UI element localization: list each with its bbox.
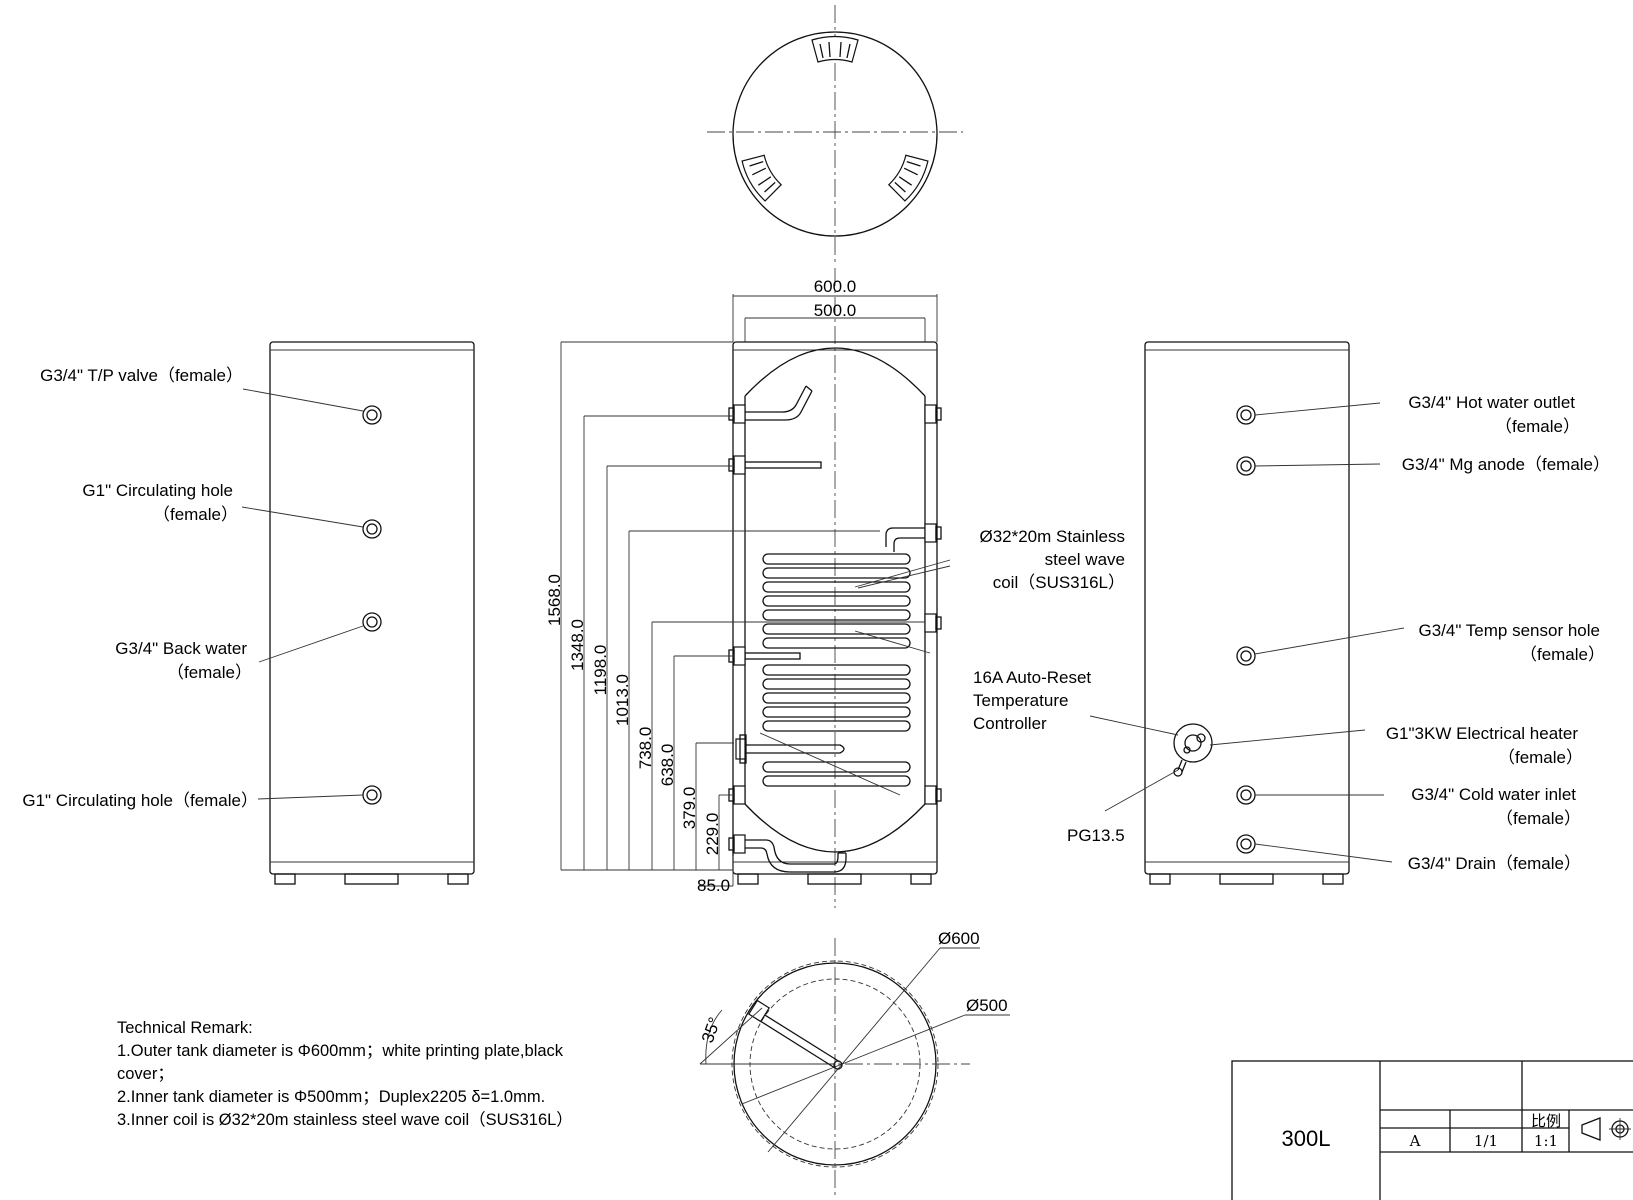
label-mg-anode: G3/4" Mg anode（female） [1402,455,1610,474]
label-cold-water-inlet-suffix: （female） [1496,809,1581,828]
dim-height-229: 229.0 [703,813,722,856]
dim-angle: 35° [698,1015,725,1046]
dim-height-1568: 1568.0 [545,574,564,626]
lifting-handle-right [887,154,929,202]
port-icon [362,519,382,539]
dim-height-379: 379.0 [680,787,699,830]
dim-height-738: 738.0 [636,727,655,770]
dimension-lines [560,294,938,887]
dim-width-outer: 600.0 [814,277,857,296]
label-circulating-hole-upper: G1" Circulating hole [82,481,233,500]
label-hot-water-outlet: G3/4" Hot water outlet [1408,393,1575,412]
dim-width-inner: 500.0 [814,301,857,320]
lifting-handle-left [741,154,783,202]
dim-bottom-85: 85.0 [697,876,730,895]
label-coil-line3: coil（SUS316L） [993,573,1125,592]
section-view [728,268,951,908]
label-pg135: PG13.5 [1067,826,1125,845]
label-drain: G3/4" Drain（female） [1408,854,1581,873]
port-icon [1236,456,1256,476]
port-icon [362,785,382,805]
port-icon [1236,785,1256,805]
label-back-water-suffix: （female） [167,663,252,682]
title-block [1231,1060,1633,1200]
wave-coil-lower [762,664,911,787]
remarks-title: Technical Remark: [117,1019,253,1037]
remarks-line: 2.Inner tank diameter is Φ500mm；Duplex22… [117,1088,545,1106]
bottom-plan-view [699,938,1010,1195]
dim-height-1348: 1348.0 [568,619,587,671]
label-controller-line2: Temperature [973,691,1068,710]
label-circulating-hole-upper-suffix: （female） [153,505,238,524]
projection-symbol-icon [1581,1117,1631,1141]
technical-remarks: Technical Remark: 1.Outer tank diameter … [117,1019,573,1129]
heater-flange-icon [1173,723,1213,777]
scale-value: 1:1 [1534,1132,1558,1150]
remarks-line: 3.Inner coil is Ø32*20m stainless steel … [117,1110,573,1129]
label-coil-line2: steel wave [1045,550,1125,569]
label-cold-water-inlet: G3/4" Cold water inlet [1411,785,1576,804]
dim-height-1198: 1198.0 [591,645,610,696]
model-label: 300L [1282,1126,1331,1151]
label-electrical-heater: G1"3KW Electrical heater [1386,724,1579,743]
label-tp-valve: G3/4" T/P valve（female） [40,366,243,385]
remarks-line: cover； [117,1065,174,1083]
label-coil-line1: Ø32*20m Stainless [979,527,1125,546]
dim-height-638: 638.0 [658,744,677,787]
label-controller-line3: Controller [973,714,1047,733]
right-elevation [1089,341,1405,885]
dim-height-1013: 1013.0 [613,674,632,726]
label-hot-water-outlet-suffix: （female） [1495,417,1580,436]
revision-label: A [1409,1132,1421,1150]
dim-dia-outer: Ø600 [938,929,980,948]
label-back-water: G3/4" Back water [115,639,247,658]
label-temp-sensor-hole: G3/4" Temp sensor hole [1419,621,1601,640]
label-temp-sensor-hole-suffix: （female） [1520,645,1605,664]
port-icon [362,405,382,425]
label-circulating-hole-lower: G1" Circulating hole（female） [22,791,258,810]
left-elevation [241,341,475,885]
label-electrical-heater-suffix: （female） [1498,748,1583,767]
wave-coil-upper [762,553,911,649]
port-icon [1236,646,1256,666]
port-icon [1236,834,1256,854]
scale-label: 比例 [1531,1112,1561,1130]
port-icon [362,612,382,632]
sheet-label: 1/1 [1474,1132,1498,1150]
port-icon [1236,405,1256,425]
label-controller-line1: 16A Auto-Reset [973,668,1091,687]
lifting-handle-top [811,35,859,63]
dim-dia-inner: Ø500 [966,996,1008,1015]
remarks-line: 1.Outer tank diameter is Φ600mm；white pr… [117,1042,564,1060]
top-view [707,5,963,262]
